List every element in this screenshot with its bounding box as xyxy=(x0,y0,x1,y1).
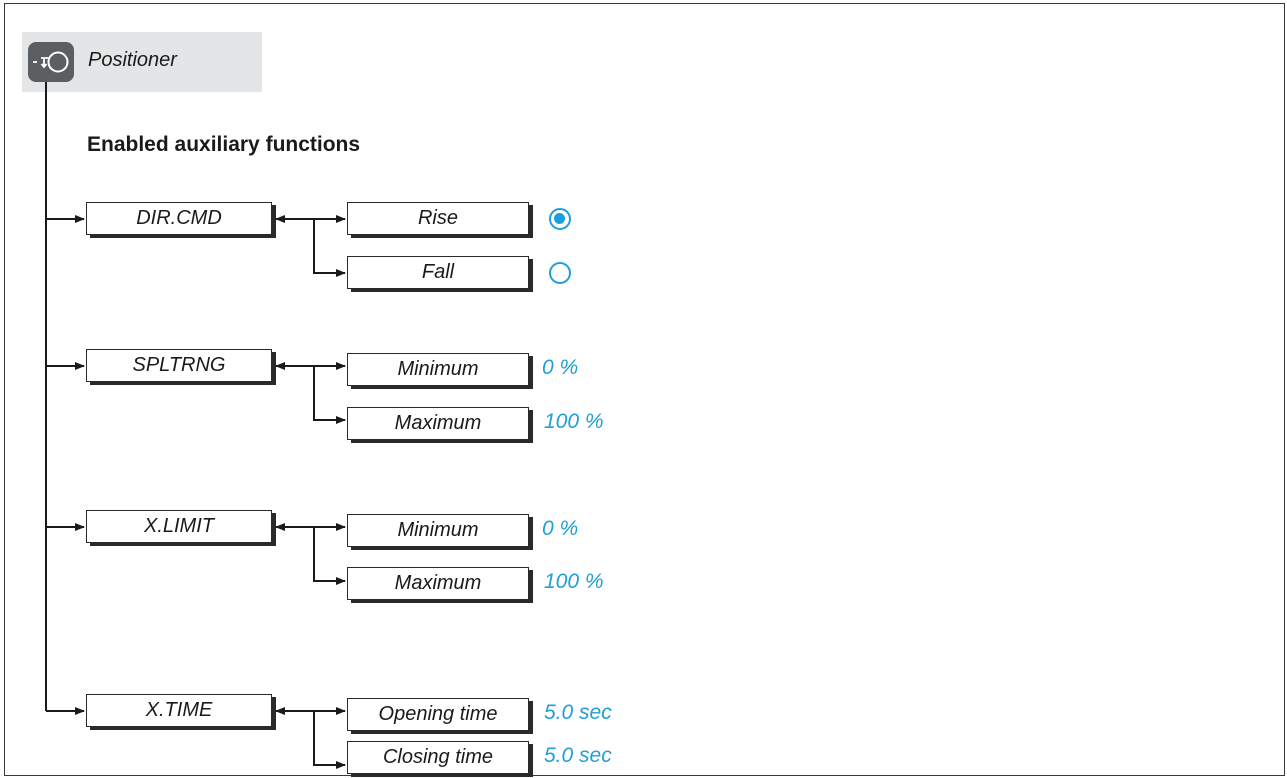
option-fall[interactable]: Fall xyxy=(347,256,529,289)
menu-dir-cmd[interactable]: DIR.CMD xyxy=(86,202,272,235)
section-title: Enabled auxiliary functions xyxy=(87,133,361,156)
header-title: Positioner xyxy=(88,49,177,71)
value-x-limit-minimum: 0 % xyxy=(542,517,579,540)
option-spltrng-maximum[interactable]: Maximum xyxy=(347,407,529,440)
value-spltrng-minimum: 0 % xyxy=(542,356,579,379)
value-closing-time: 5.0 sec xyxy=(544,744,612,767)
option-x-limit-maximum[interactable]: Maximum xyxy=(347,567,529,600)
menu-x-time[interactable]: X.TIME xyxy=(86,694,272,727)
option-spltrng-minimum[interactable]: Minimum xyxy=(347,353,529,386)
value-spltrng-maximum: 100 % xyxy=(544,410,604,433)
option-closing-time[interactable]: Closing time xyxy=(347,741,529,774)
value-x-limit-maximum: 100 % xyxy=(544,570,604,593)
radio-rise-selected[interactable] xyxy=(549,208,571,230)
option-rise[interactable]: Rise xyxy=(347,202,529,235)
radio-fall[interactable] xyxy=(549,262,571,284)
positioner-icon xyxy=(28,42,74,82)
option-opening-time[interactable]: Opening time xyxy=(347,698,529,731)
menu-spltrng[interactable]: SPLTRNG xyxy=(86,349,272,382)
value-opening-time: 5.0 sec xyxy=(544,701,612,724)
menu-x-limit[interactable]: X.LIMIT xyxy=(86,510,272,543)
option-x-limit-minimum[interactable]: Minimum xyxy=(347,514,529,547)
diagram-frame xyxy=(4,3,1285,776)
